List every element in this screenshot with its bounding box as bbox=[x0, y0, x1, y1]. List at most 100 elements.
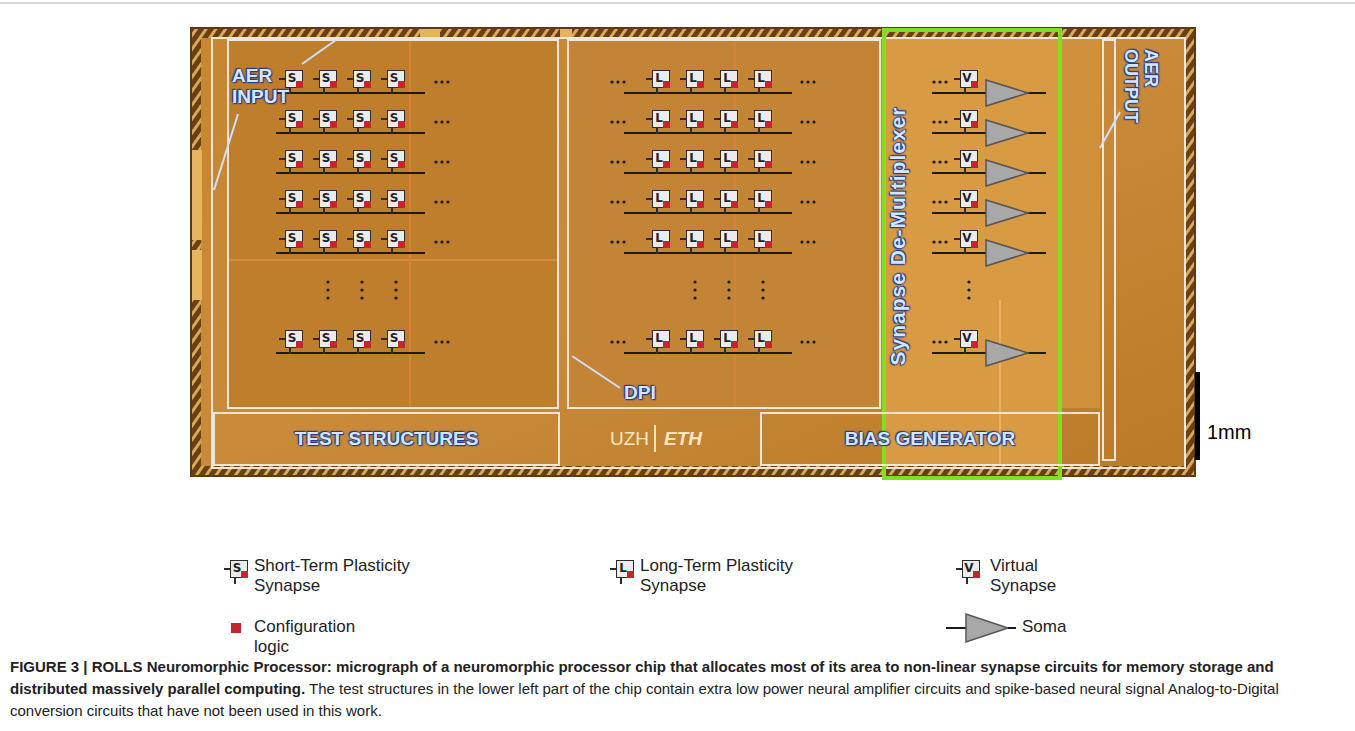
ellipsis-dot bbox=[616, 160, 619, 163]
soma-symbol bbox=[986, 120, 1028, 146]
synapse-symbol: V bbox=[962, 560, 980, 578]
configuration-logic-mark bbox=[364, 161, 371, 168]
soma-symbol bbox=[986, 80, 1028, 106]
block-box: BIAS GENERATOR bbox=[760, 412, 1100, 466]
ellipsis-dot bbox=[446, 120, 449, 123]
legend-text: Soma bbox=[1022, 617, 1066, 636]
input-stub bbox=[279, 118, 285, 120]
input-stub bbox=[646, 118, 652, 120]
output-stub bbox=[724, 207, 726, 214]
ellipsis-dot bbox=[434, 340, 437, 343]
synapse-symbol: S bbox=[285, 330, 303, 348]
input-stub bbox=[954, 158, 960, 160]
ellipsis-dot bbox=[944, 340, 947, 343]
ellipsis-dot bbox=[440, 340, 443, 343]
ellipsis-dot bbox=[610, 340, 613, 343]
ltp-array-outline bbox=[568, 40, 880, 408]
row-wire bbox=[276, 212, 425, 214]
synapse-letter: S bbox=[320, 151, 332, 166]
configuration-logic-mark bbox=[330, 201, 337, 208]
ellipsis-dot bbox=[944, 240, 947, 243]
ellipsis-dot bbox=[434, 120, 437, 123]
configuration-logic-mark bbox=[731, 341, 738, 348]
ellipsis-dot bbox=[800, 80, 803, 83]
ellipsis-dot bbox=[446, 200, 449, 203]
ellipsis-dot bbox=[938, 200, 941, 203]
output-stub bbox=[656, 167, 658, 174]
ellipsis-dot bbox=[967, 280, 970, 283]
synapse-symbol: L bbox=[686, 110, 704, 128]
synapse-letter: L bbox=[721, 191, 733, 206]
synapse-letter: S bbox=[388, 191, 400, 206]
synapse-symbol: L bbox=[754, 150, 772, 168]
input-stub bbox=[381, 78, 387, 80]
synapse-symbol: S bbox=[353, 70, 371, 88]
ellipsis-dot bbox=[360, 288, 363, 291]
configuration-logic-mark bbox=[663, 341, 670, 348]
synapse-letter: V bbox=[961, 231, 973, 246]
output-stub bbox=[724, 127, 726, 134]
synapse-letter: L bbox=[721, 71, 733, 86]
input-stub bbox=[714, 338, 720, 340]
configuration-logic-mark bbox=[697, 81, 704, 88]
output-stub bbox=[964, 127, 966, 134]
configuration-logic-mark bbox=[330, 81, 337, 88]
synapse-letter: L bbox=[653, 191, 665, 206]
synapse-symbol: L bbox=[686, 190, 704, 208]
scale-label: 1mm bbox=[1207, 421, 1251, 444]
synapse-symbol: S bbox=[387, 70, 405, 88]
ellipsis-dot bbox=[800, 340, 803, 343]
configuration-logic-mark bbox=[971, 161, 978, 168]
input-stub bbox=[680, 118, 686, 120]
ellipsis-dot bbox=[360, 280, 363, 283]
input-stub bbox=[313, 158, 319, 160]
ellipsis-dot bbox=[326, 280, 329, 283]
synapse-symbol: L bbox=[754, 230, 772, 248]
synapse-letter: S bbox=[354, 231, 366, 246]
configuration-logic-mark bbox=[398, 81, 405, 88]
row-wire bbox=[624, 252, 792, 254]
configuration-logic-mark bbox=[971, 201, 978, 208]
output-stub bbox=[323, 247, 325, 254]
ellipsis-dot bbox=[938, 120, 941, 123]
input-stub bbox=[279, 158, 285, 160]
ellipsis-dot bbox=[812, 160, 815, 163]
input-stub bbox=[748, 198, 754, 200]
configuration-logic-mark bbox=[765, 241, 772, 248]
input-stub bbox=[279, 198, 285, 200]
configuration-logic-mark bbox=[971, 81, 978, 88]
synapse-symbol: S bbox=[230, 560, 248, 578]
configuration-logic-mark bbox=[296, 121, 303, 128]
ellipsis-dot bbox=[944, 80, 947, 83]
synapse-symbol: V bbox=[960, 110, 978, 128]
synapse-symbol: V bbox=[960, 70, 978, 88]
input-stub bbox=[347, 198, 353, 200]
ellipsis-dot bbox=[967, 296, 970, 299]
input-stub bbox=[381, 118, 387, 120]
synapse-symbol: S bbox=[353, 190, 371, 208]
ellipsis-dot bbox=[800, 120, 803, 123]
synapse-symbol: S bbox=[353, 110, 371, 128]
ellipsis-dot bbox=[812, 120, 815, 123]
ellipsis-dot bbox=[761, 288, 764, 291]
ellipsis-dot bbox=[622, 160, 625, 163]
output-stub bbox=[758, 347, 760, 354]
configuration-logic-mark bbox=[697, 241, 704, 248]
figure-caption: FIGURE 3 | ROLLS Neuromorphic Processor:… bbox=[10, 656, 1345, 721]
ellipsis-dot bbox=[938, 340, 941, 343]
configuration-logic-mark bbox=[765, 81, 772, 88]
ellipsis-dot bbox=[932, 200, 935, 203]
ellipsis-dot bbox=[812, 340, 815, 343]
synapse-letter: S bbox=[354, 191, 366, 206]
legend-entry: Long-Term Plasticity Synapse bbox=[640, 556, 815, 597]
synapse-letter: S bbox=[354, 331, 366, 346]
ellipsis-dot bbox=[932, 80, 935, 83]
output-stub bbox=[758, 207, 760, 214]
output-stub bbox=[690, 87, 692, 94]
row-wire bbox=[624, 352, 792, 354]
output-stub bbox=[391, 247, 393, 254]
synapse-symbol: S bbox=[319, 190, 337, 208]
configuration-logic-mark bbox=[697, 121, 704, 128]
synapse-letter: S bbox=[286, 71, 298, 86]
synapse-letter: S bbox=[286, 231, 298, 246]
